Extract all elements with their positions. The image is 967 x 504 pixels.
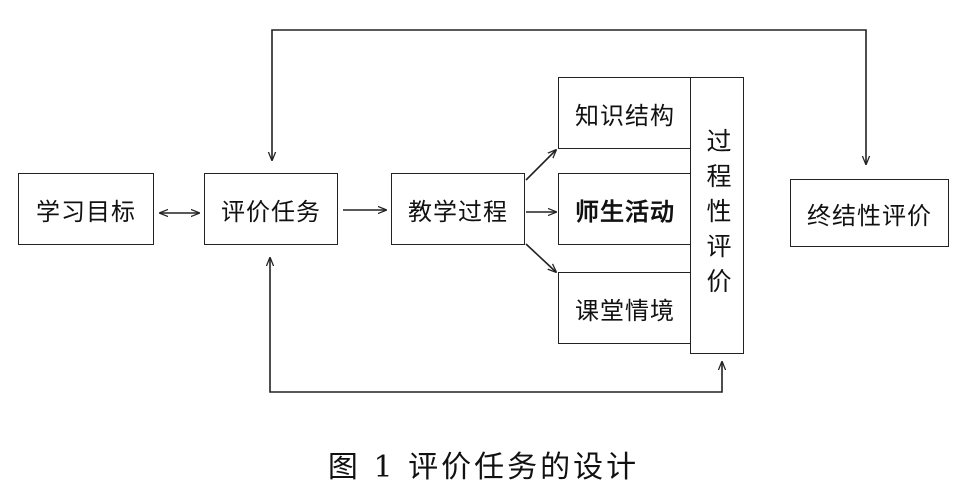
classroom-situation-label: 课堂情境 [575,296,675,325]
evaluation-task-label: 评价任务 [221,197,321,226]
evaluation-task-box: 评价任务 [204,173,338,245]
knowledge-structure-box: 知识结构 [558,77,692,149]
classroom-situation-box: 课堂情境 [558,272,692,344]
learning-goal-box: 学习目标 [18,173,154,245]
bottom-loop-connector [270,258,722,393]
final-evaluation-label: 终结性评价 [807,201,932,230]
top-loop-connector [272,29,866,164]
learning-goal-label: 学习目标 [36,197,136,226]
process-knowledge-arrow [525,150,556,181]
teacher-student-activity-label: 师生活动 [575,196,675,226]
process-evaluation-label: 过程性评价 [703,128,732,303]
teacher-student-activity-box: 师生活动 [558,173,692,245]
figure-caption: 图 1 评价任务的设计 [327,450,640,485]
knowledge-structure-label: 知识结构 [575,101,675,130]
final-evaluation-box: 终结性评价 [790,179,949,247]
process-evaluation-box: 过程性评价 [690,77,744,354]
process-situation-arrow [525,243,556,272]
teaching-process-box: 教学过程 [391,173,525,245]
teaching-process-label: 教学过程 [408,197,508,226]
